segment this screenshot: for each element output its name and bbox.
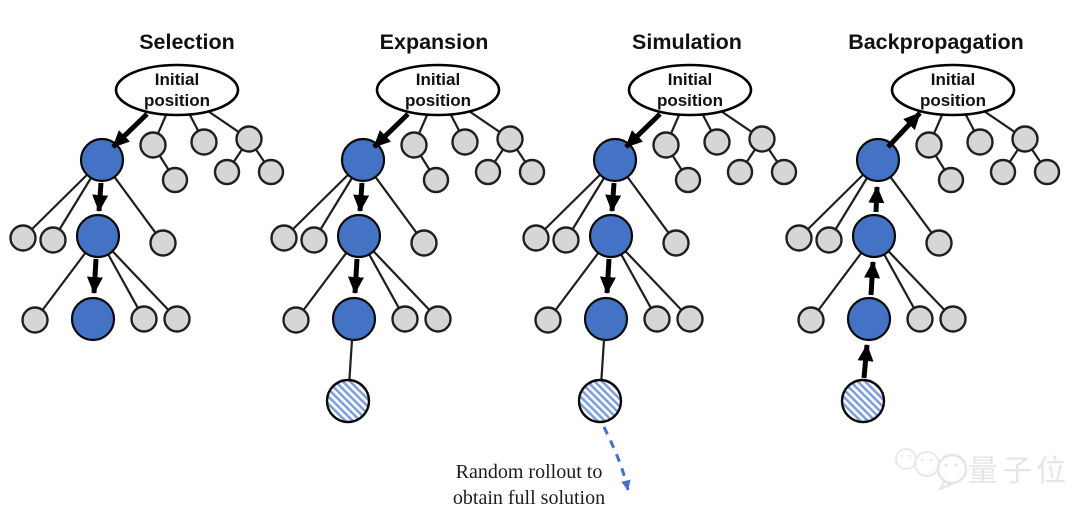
rollout-dashed-arrow bbox=[602, 426, 631, 491]
root-label-line1: Initial bbox=[931, 70, 975, 89]
bubble-eye bbox=[954, 463, 958, 467]
phase-title: Simulation bbox=[632, 30, 742, 54]
rollout-caption-line1: Random rollout to bbox=[456, 461, 603, 483]
phase-title: Expansion bbox=[380, 30, 489, 54]
bubble-icon bbox=[895, 448, 917, 470]
chat-bubbles-icon bbox=[895, 448, 968, 492]
panel-backpropagation: Backpropagation Initial position bbox=[785, 30, 1061, 424]
bubble-eye bbox=[900, 454, 904, 458]
panel-simulation: Simulation Initial position bbox=[522, 30, 798, 424]
root-label-line2: position bbox=[657, 91, 723, 110]
bubble-eye bbox=[920, 458, 924, 462]
bubble-tail bbox=[937, 479, 952, 492]
root-label-line2: position bbox=[405, 91, 471, 110]
root-label-line2: position bbox=[920, 91, 986, 110]
root-label-line1: Initial bbox=[155, 70, 199, 89]
bubble-icon bbox=[936, 453, 968, 485]
root-label-line1: Initial bbox=[668, 70, 712, 89]
bubble-eye bbox=[929, 458, 933, 462]
newnode-backpropagation bbox=[840, 378, 886, 424]
newnode-expansion bbox=[325, 378, 371, 424]
panel-expansion: Expansion Initial position bbox=[270, 30, 546, 424]
rollout-annotation: Random rollout to obtain full solution bbox=[453, 426, 631, 509]
watermark-text: 量子位 bbox=[968, 454, 1070, 489]
bubble-eye bbox=[944, 463, 948, 467]
bubble-eye bbox=[908, 454, 912, 458]
root-label-line2: position bbox=[144, 91, 210, 110]
panel-selection: Selection Initial position bbox=[9, 30, 285, 342]
root-label-line1: Initial bbox=[416, 70, 460, 89]
watermark: 量子位 bbox=[895, 448, 1070, 492]
phase-title: Selection bbox=[139, 30, 235, 54]
rollout-caption-line2: obtain full solution bbox=[453, 487, 605, 509]
phase-title: Backpropagation bbox=[848, 30, 1024, 54]
newnode-simulation bbox=[577, 378, 623, 424]
bubble-icon bbox=[914, 451, 940, 477]
